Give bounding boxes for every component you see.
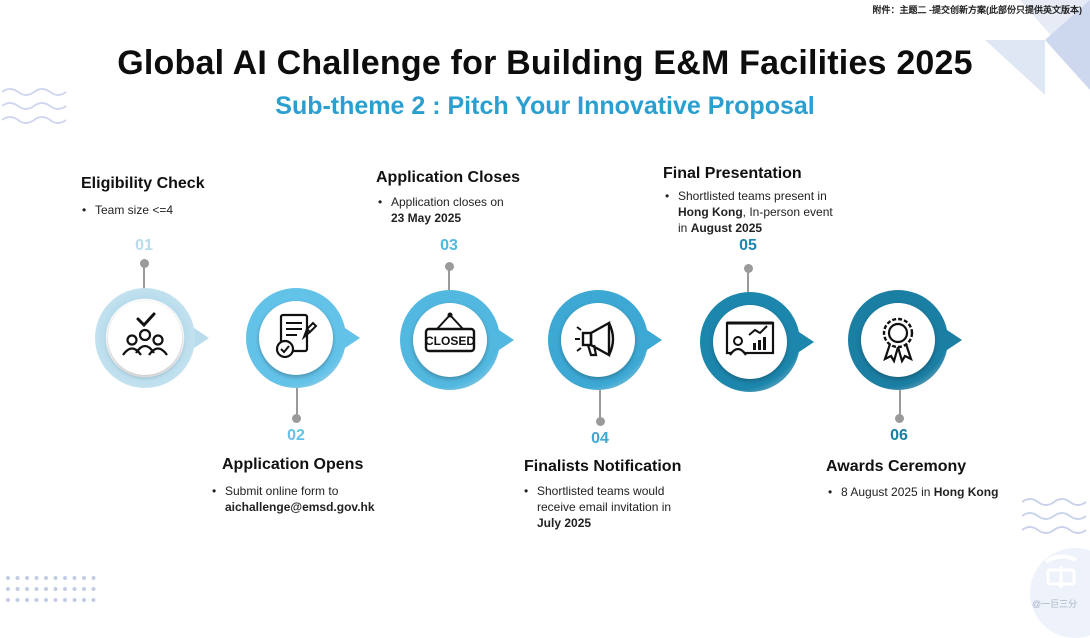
stage-06-pointer	[944, 328, 962, 352]
stage-04-number: 04	[591, 430, 609, 447]
watermark-logo-icon	[1044, 554, 1077, 588]
decor-dot	[82, 598, 86, 602]
stage-03-icon-badge: CLOSED	[413, 303, 487, 377]
decor-dot	[72, 587, 77, 591]
stage-03-connector-dot	[444, 262, 454, 271]
stage-02-ring	[246, 288, 346, 388]
stage-02-bullet: Submit online form toaichallenge@emsd.go…	[212, 483, 425, 515]
stage-05-title: Final Presentation	[663, 165, 802, 182]
stage-03-ring: CLOSED	[400, 290, 500, 390]
stage-02-connector-dot	[292, 414, 301, 423]
decor-dot	[15, 598, 20, 602]
stage-02-number: 02	[287, 427, 305, 444]
stage-05-connector	[747, 268, 749, 294]
stage-06-connector	[898, 390, 901, 416]
dots-decoration	[6, 576, 96, 602]
stage-06-connector-dot	[895, 414, 904, 423]
decor-dot	[44, 576, 48, 580]
decor-dot	[53, 598, 58, 602]
watermark-text: @一巨三分	[1032, 599, 1078, 609]
decor-dot	[91, 576, 96, 580]
stage-02-connector	[295, 388, 298, 416]
stage-05-pointer	[796, 330, 814, 354]
decor-dot	[82, 587, 86, 591]
presentation-icon	[725, 321, 775, 356]
decor-dot	[6, 598, 10, 602]
stage-04-ring	[548, 290, 648, 390]
stage-04-connector-dot	[595, 417, 605, 426]
decor-dot	[82, 576, 86, 580]
stage-01-pointer	[191, 326, 209, 350]
decor-dot	[34, 576, 39, 580]
stage-03-title: Application Closes	[376, 169, 521, 186]
page-subtitle: Sub-theme 2 : Pitch Your Innovative Prop…	[275, 92, 815, 120]
decor-dot	[15, 576, 20, 580]
stage-05-number: 05	[739, 237, 757, 254]
stage-01-bullet: Team size <=4	[82, 202, 245, 218]
decor-dot	[72, 576, 77, 580]
stage-05-ring	[700, 292, 800, 392]
stage-05-icon-badge	[713, 305, 787, 379]
stage-04-title: Finalists Notification	[524, 458, 682, 475]
stage-02-title: Application Opens	[222, 456, 364, 473]
decor-dot	[34, 587, 39, 591]
stage-01-connector	[143, 262, 145, 288]
stage-03-number: 03	[440, 237, 458, 254]
decor-dot	[53, 587, 58, 591]
decor-dot	[6, 587, 10, 591]
decor-dot	[91, 587, 96, 591]
corner-triangles-decoration	[985, 0, 1090, 95]
stage-05-connector-dot	[743, 264, 753, 273]
decor-dot	[44, 587, 48, 591]
stage-04-connector	[599, 390, 601, 420]
decor-dot	[25, 598, 29, 602]
stage-01-number: 01	[135, 237, 153, 254]
stage-01-ring	[95, 288, 195, 388]
stage-01-connector-dot	[139, 259, 149, 268]
attachment-note: 附件：主题二 -提交创新方案(此部份只提供英文版本)	[872, 5, 1083, 15]
decor-dot	[72, 598, 77, 602]
megaphone-icon	[575, 320, 615, 358]
decor-dot	[63, 587, 67, 591]
decor-dot	[91, 598, 96, 602]
svg-text:CLOSED: CLOSED	[425, 334, 475, 348]
stage-06-number: 06	[890, 427, 908, 444]
closed-sign-icon: CLOSED	[424, 312, 475, 353]
infographic-page: @一巨三分 附件：主题二 -提交创新方案(此部份只提供英文版本) Global …	[0, 0, 1090, 609]
decor-dot	[34, 598, 39, 602]
decor-dot	[63, 598, 67, 602]
wave-decoration-right	[1022, 498, 1087, 534]
decor-dot	[15, 587, 20, 591]
stage-06-title: Awards Ceremony	[826, 458, 967, 475]
stage-02-pointer	[342, 326, 360, 350]
stage-03-connector	[448, 266, 450, 290]
decor-dot	[25, 587, 29, 591]
stage-03-pointer	[496, 328, 514, 352]
decor-dot	[6, 576, 10, 580]
stage-06-icon-badge	[861, 303, 935, 377]
team-check-icon	[122, 312, 168, 356]
stage-06-bullet: 8 August 2025 in Hong Kong	[828, 484, 1041, 500]
stage-06-ring	[848, 290, 948, 390]
stage-01-icon-badge	[108, 301, 182, 375]
stage-04-icon-badge	[561, 303, 635, 377]
page-title: Global AI Challenge for Building E&M Fac…	[117, 44, 973, 82]
stage-01-title: Eligibility Check	[81, 175, 205, 192]
stage-02-icon-badge	[259, 301, 333, 375]
decor-dot	[44, 598, 48, 602]
application-form-icon	[275, 313, 318, 359]
decor-dot	[25, 576, 29, 580]
decor-dot	[53, 576, 58, 580]
decor-dot	[63, 576, 67, 580]
stage-04-pointer	[644, 328, 662, 352]
award-ribbon-icon	[882, 317, 914, 364]
wave-decoration-left	[2, 88, 67, 124]
